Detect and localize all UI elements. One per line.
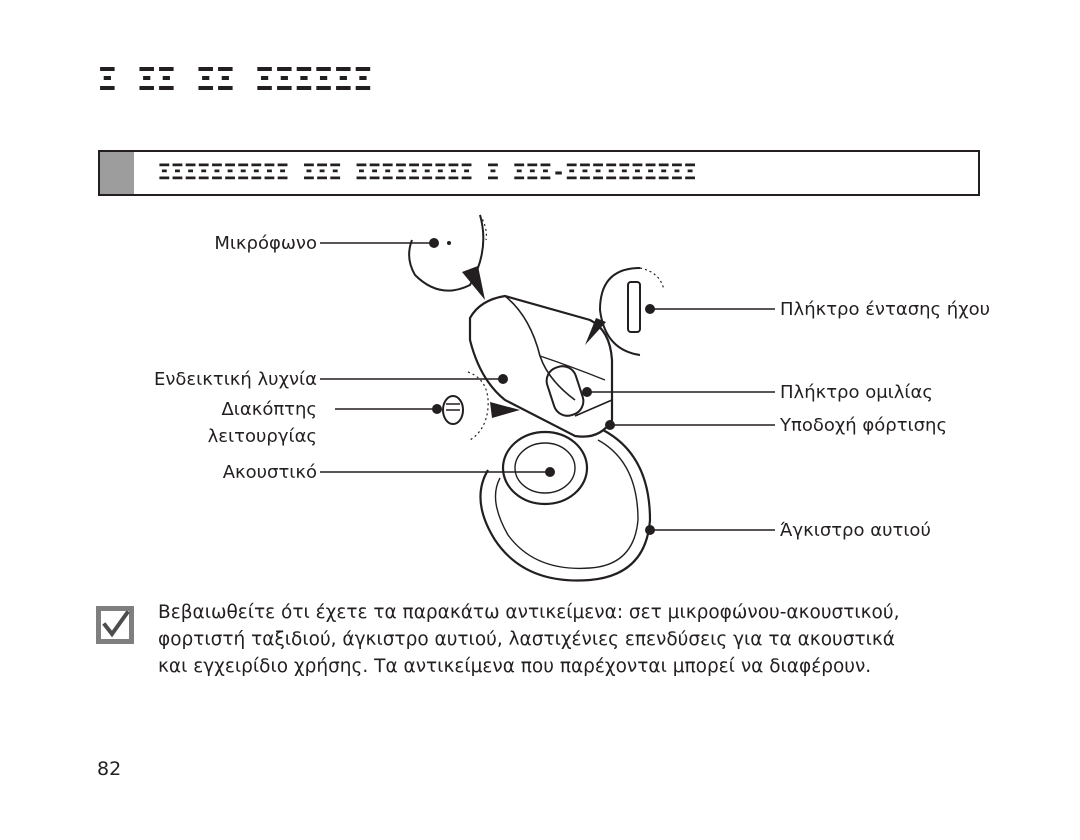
section-title: Ξ ΞΞ ΞΞ ΞΞΞΞΞΞ [98,62,374,98]
note-text: Βεβαιωθείτε ότι έχετε τα παρακάτω αντικε… [158,599,998,680]
checkbox-check-icon [96,606,134,644]
label-talk-key: Πλήκτρο ομιλίας [780,382,933,403]
headset-diagram [320,214,775,582]
label-ear-hook: Άγκιστρο αυτιού [780,520,931,541]
label-indicator-light: Ενδεικτική λυχνία [153,369,317,390]
label-microphone: Μικρόφωνο [214,233,317,254]
subheading-tab-marker [100,152,134,194]
subheading-text: ΞΞΞΞΞΞΞΞΞΞ ΞΞΞ ΞΞΞΞΞΞΞΞΞ Ξ ΞΞΞ-ΞΞΞΞΞΞΞΞΞ… [158,160,697,184]
label-volume-key: Πλήκτρο έντασης ήχου [780,299,991,320]
label-power-switch-line1: Διακόπτης [221,399,317,420]
note-line-2: φορτιστή ταξιδιού, άγκιστρο αυτιού, λαστ… [158,629,895,650]
subheading-box: ΞΞΞΞΞΞΞΞΞΞ ΞΞΞ ΞΞΞΞΞΞΞΞΞ Ξ ΞΞΞ-ΞΞΞΞΞΞΞΞΞ… [98,150,980,196]
label-power-switch-line2: λειτουργίας [207,426,317,447]
label-charger-jack: Υποδοχή φόρτισης [780,415,948,436]
note-line-1: Βεβαιωθείτε ότι έχετε τα παρακάτω αντικε… [158,602,900,623]
label-speaker: Ακουστικό [222,462,317,483]
page-number: 82 [97,758,122,780]
note-line-3: και εγχειρίδιο χρήσης. Τα αντικείμενα πο… [158,656,872,677]
